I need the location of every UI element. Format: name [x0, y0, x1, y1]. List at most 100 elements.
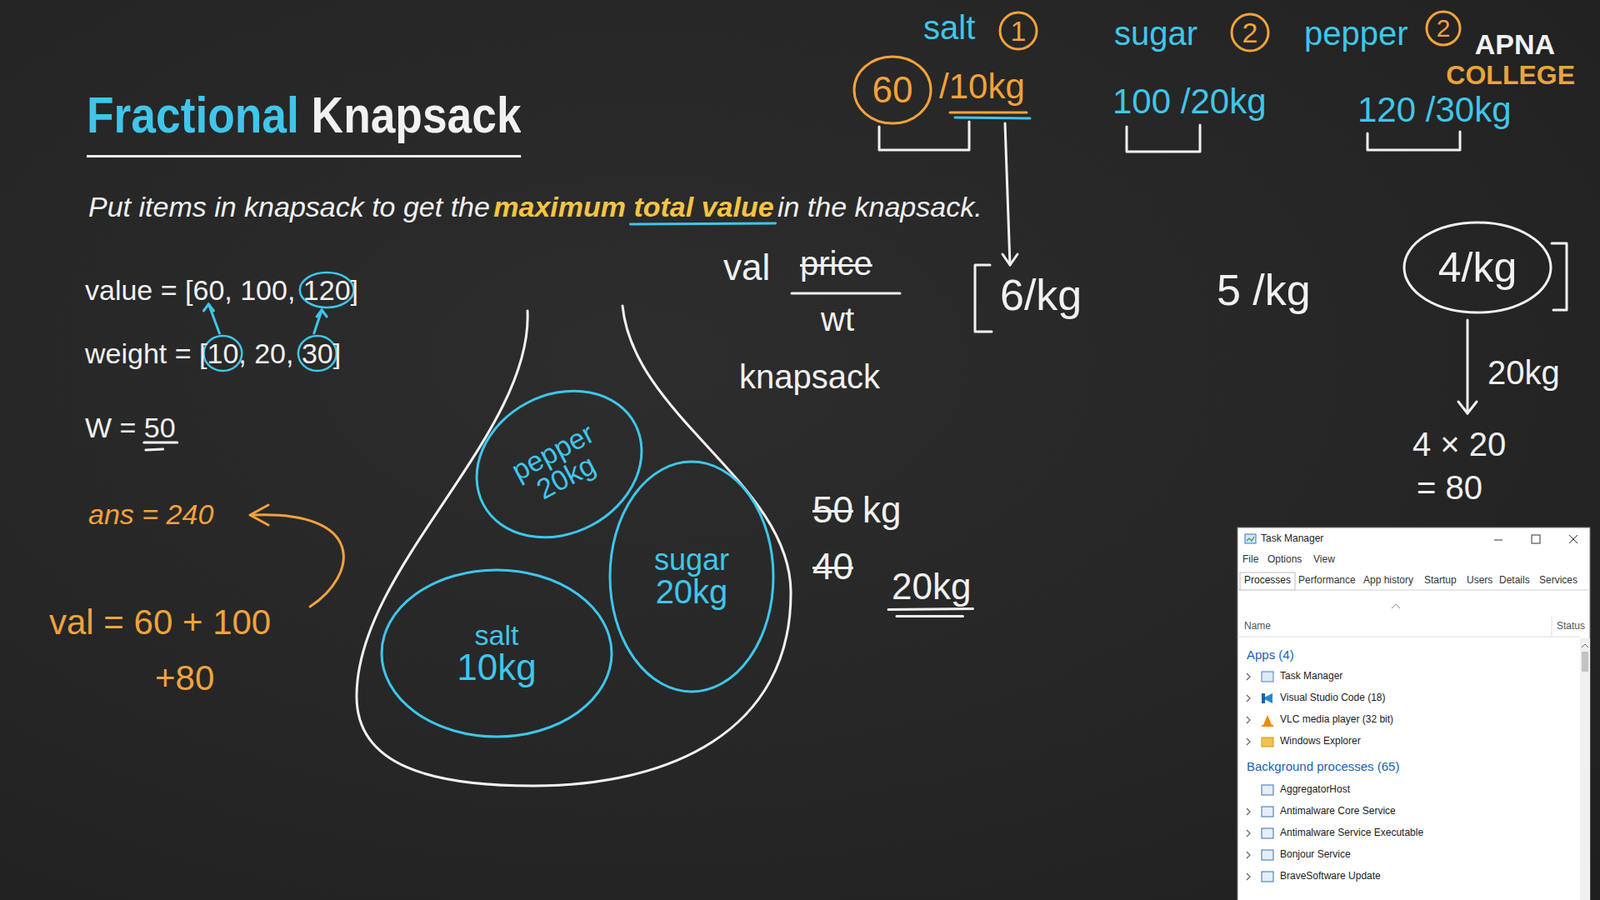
- process-name: Task Manager: [1280, 670, 1343, 683]
- expand-chevrons: [1246, 851, 1250, 859]
- process-icons: [1261, 850, 1274, 860]
- task-manager-window: [1391, 604, 1400, 609]
- emphasis-underline: [888, 609, 973, 610]
- answer-text: ans = 240: [88, 498, 214, 531]
- task-manager-window: [1580, 638, 1590, 900]
- column-header: Status: [1556, 620, 1585, 633]
- down-arrow: [1458, 401, 1477, 414]
- process-name: BraveSoftware Update: [1280, 870, 1381, 883]
- process-icons: [1261, 871, 1274, 882]
- expand-chevrons: [1246, 716, 1250, 724]
- process-icons: [1261, 671, 1274, 682]
- process-name: Windows Explorer: [1280, 735, 1361, 748]
- emphasis-underline: [145, 449, 164, 450]
- handwritten-note: val: [723, 246, 770, 290]
- node-text: 4/kg: [1438, 246, 1518, 289]
- array-text: weight = [10, 20, 30]: [85, 337, 341, 370]
- emphasis-underline: [896, 615, 963, 618]
- down-arrow: [1458, 320, 1477, 414]
- item-value: 100 /20kg: [1112, 81, 1267, 122]
- handwritten-note: knapsack: [739, 357, 880, 396]
- item-circle: salt10kg: [380, 568, 614, 739]
- tab-label: Processes: [1244, 575, 1291, 587]
- window-title: Task Manager: [1260, 533, 1324, 545]
- capacity-text: W = 50: [85, 411, 176, 445]
- pointer-arrow: [314, 310, 322, 334]
- process-icons: [1261, 725, 1274, 727]
- circled-number: 2: [1425, 10, 1462, 47]
- process-icons: [1261, 785, 1274, 795]
- process-icons: [1261, 806, 1274, 817]
- watermark: APNA: [1475, 28, 1555, 61]
- handwritten-note: wt: [820, 300, 855, 339]
- subtitle-line: Put items in knapsack to get themaximum …: [88, 190, 983, 224]
- process-icons: [1261, 693, 1265, 704]
- value-brackets: [1367, 131, 1460, 150]
- page-title: Fractional Knapsack: [86, 86, 522, 158]
- fraction-bar: [791, 292, 900, 295]
- weight-underline: [950, 112, 1030, 119]
- expand-chevrons: [1246, 830, 1250, 837]
- task-manager-window: [1494, 540, 1503, 541]
- task-manager-window: [1246, 536, 1255, 541]
- pointer-arrow: [1002, 254, 1018, 265]
- pointer-arrow: [321, 310, 327, 317]
- process-name: AggregatorHost: [1280, 784, 1350, 796]
- ratio-text: 6/kg: [1000, 270, 1082, 321]
- process-name: Antimalware Service Executable: [1280, 827, 1424, 840]
- handwritten-note: kg: [862, 489, 901, 532]
- answer-arrow: [250, 505, 269, 525]
- process-icons: [1263, 715, 1272, 725]
- expand-chevrons: [1246, 738, 1250, 745]
- node-text: sugar: [654, 545, 730, 575]
- process-icons: [1261, 666, 1275, 704]
- task-manager-window: [1237, 527, 1590, 900]
- ratio-brackets: [975, 243, 1567, 332]
- value-brackets: [1126, 125, 1200, 152]
- best-ratio-circle: 4/kg: [1402, 220, 1553, 315]
- pointer-arrow: [208, 304, 220, 334]
- expand-chevrons: [1246, 673, 1250, 880]
- node-outline: [381, 570, 612, 737]
- task-manager-window: [1551, 616, 1553, 637]
- node-outline: [610, 461, 774, 692]
- handwritten-note: 20kg: [891, 565, 971, 609]
- handwritten-note: 50: [812, 489, 854, 532]
- process-icons: [1261, 737, 1274, 747]
- task-manager-window: [1237, 636, 1580, 638]
- tab-label: Services: [1539, 575, 1578, 587]
- process-icons: [1261, 666, 1275, 882]
- task-manager-window: [1569, 535, 1578, 544]
- task-manager-window: [1581, 644, 1589, 648]
- process-name: VLC media player (32 bit): [1280, 714, 1394, 726]
- process-name: Antimalware Core Service: [1280, 805, 1396, 818]
- expand-chevrons: [1246, 673, 1250, 680]
- item-name: pepper: [1304, 14, 1409, 53]
- node-text: 2: [1242, 18, 1259, 47]
- tab-label: Startup: [1424, 575, 1457, 587]
- node-outline: [1404, 222, 1551, 313]
- task-manager-window: [1581, 651, 1589, 672]
- menu-item: View: [1313, 554, 1335, 566]
- ratio-brackets: [975, 265, 992, 332]
- pointer-arrow: [1002, 123, 1018, 265]
- node-outline: [1231, 14, 1269, 51]
- column-header: Name: [1244, 620, 1271, 633]
- node-outline: [854, 56, 931, 124]
- tab-label: Performance: [1298, 575, 1356, 587]
- menu-item: Options: [1267, 554, 1302, 566]
- node-outline: [450, 362, 668, 565]
- weight-underline: [955, 117, 1030, 119]
- group-header: Background processes (65): [1246, 759, 1400, 774]
- handwritten-note: 4 × 20: [1412, 425, 1506, 464]
- node-text: 1: [1010, 16, 1027, 45]
- item-circle: pepper20kg: [448, 360, 670, 569]
- menu-item: File: [1242, 554, 1259, 566]
- node-text: 2: [1436, 15, 1451, 41]
- down-arrow: [1466, 320, 1470, 414]
- handwritten-note: 40: [812, 545, 854, 589]
- subtitle-text: Put items in knapsack to get the: [88, 190, 490, 224]
- handwritten-note: +80: [155, 658, 215, 699]
- task-manager-window: [1245, 534, 1256, 544]
